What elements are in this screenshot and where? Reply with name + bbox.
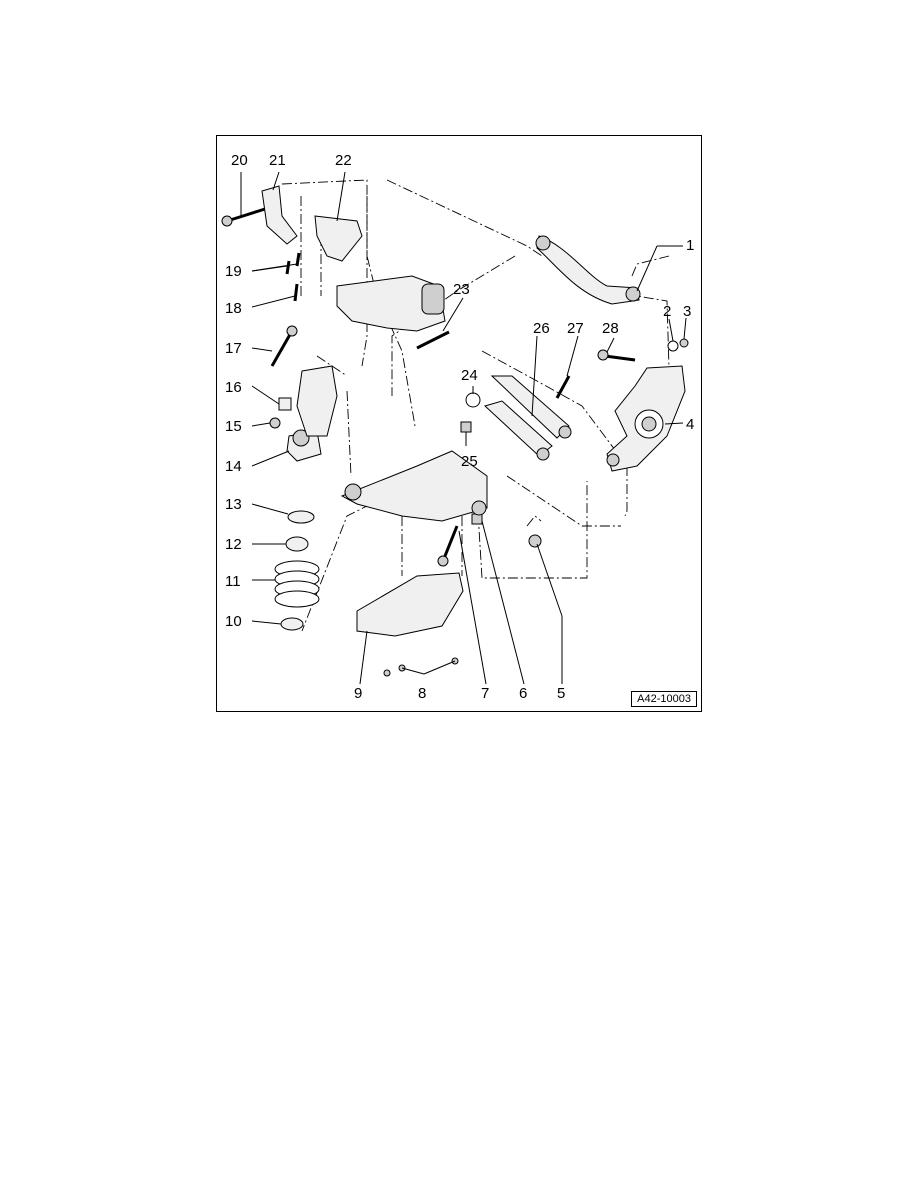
- callout-26: 26: [533, 320, 550, 337]
- callout-19: 19: [225, 263, 242, 280]
- callout-labels: 1 2 3 4 5 6 7 8 9 10 11 12 13 14 15 16 1…: [225, 152, 694, 702]
- callout-24: 24: [461, 367, 478, 384]
- callout-25: 25: [461, 453, 478, 470]
- callout-21: 21: [269, 152, 286, 169]
- callout-5: 5: [557, 685, 565, 702]
- callout-2: 2: [663, 303, 671, 320]
- part-16-bracket: [278, 397, 292, 411]
- part-25-bushing: [460, 421, 472, 433]
- part-18-bolt: [293, 283, 299, 302]
- callout-23: 23: [453, 281, 470, 298]
- callout-20: 20: [231, 152, 248, 169]
- trailing-arm: [340, 450, 488, 522]
- figure-id-label: A42-10003: [631, 691, 697, 707]
- part-8-fasteners: [383, 657, 459, 677]
- part-23-bolt: [416, 330, 450, 350]
- part-3-nut: [679, 338, 689, 348]
- callout-15: 15: [225, 418, 242, 435]
- subframe: [296, 275, 446, 437]
- part-4-wheel-bearing-housing: [606, 365, 686, 472]
- part-24-bushing: [465, 392, 481, 408]
- exploded-view-figure: 1 2 3 4 5 6 7 8 9 10 11 12 13 14 15 16 1…: [216, 135, 702, 712]
- callout-8: 8: [418, 685, 426, 702]
- suspension-exploded-diagram: 1 2 3 4 5 6 7 8 9 10 11 12 13 14 15 16 1…: [221, 152, 694, 702]
- part-12-spring-pad: [285, 536, 309, 552]
- callout-3: 3: [683, 303, 691, 320]
- part-14-bushing: [286, 429, 322, 462]
- callout-7: 7: [481, 685, 489, 702]
- callout-10: 10: [225, 613, 242, 630]
- callout-28: 28: [602, 320, 619, 337]
- callout-16: 16: [225, 379, 242, 396]
- part-21-bracket: [261, 185, 298, 245]
- callout-13: 13: [225, 496, 242, 513]
- callout-17: 17: [225, 340, 242, 357]
- part-22-bracket: [314, 215, 363, 262]
- part-28-bolt: [597, 349, 636, 362]
- part-5-nut: [528, 534, 542, 548]
- part-10-spring-seat: [280, 617, 304, 631]
- part-17-bolt: [270, 325, 298, 367]
- callout-11: 11: [225, 573, 241, 590]
- callout-14: 14: [225, 458, 242, 475]
- part-27-bolt: [555, 375, 571, 399]
- callout-4: 4: [686, 416, 694, 433]
- part-19-bolts: [285, 252, 301, 275]
- part-11-coil-spring: [274, 560, 320, 608]
- callout-12: 12: [225, 536, 242, 553]
- part-15-nut: [269, 417, 281, 429]
- part-2-washer: [667, 340, 679, 352]
- callout-27: 27: [567, 320, 584, 337]
- callout-22: 22: [335, 152, 352, 169]
- callout-9: 9: [354, 685, 362, 702]
- part-9-underbody-cover: [356, 572, 464, 637]
- part-20-bolt: [221, 207, 266, 227]
- part-13-spring-seat-upper: [287, 510, 315, 524]
- part-6-bolt: [471, 513, 483, 525]
- part-26-link-arm: [484, 375, 572, 461]
- part-7-bolt: [437, 525, 459, 567]
- callout-1: 1: [686, 237, 694, 254]
- part-1-upper-control-arm: [535, 235, 641, 305]
- callout-6: 6: [519, 685, 527, 702]
- leader-lines: [240, 171, 687, 685]
- callout-18: 18: [225, 300, 242, 317]
